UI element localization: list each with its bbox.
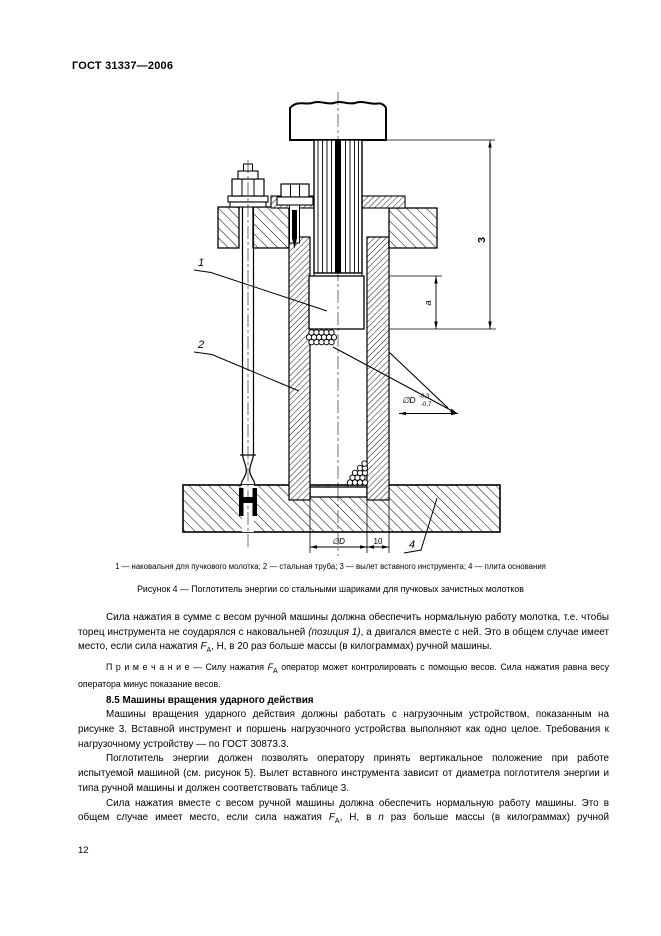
callout-1: 1 <box>193 257 328 312</box>
note-paragraph: П р и м е ч а н и е — Силу нажатия FА оп… <box>78 661 609 692</box>
symbol-F-subscript: А <box>206 647 212 655</box>
anvil <box>308 273 365 330</box>
steel-balls-upper <box>305 329 338 346</box>
dim-tolerance-upper: -0,3 <box>419 394 430 400</box>
symbol-F: F <box>267 662 273 673</box>
text-segment: раз больше массы (в килограммах) ручной <box>383 812 609 824</box>
text-segment: Сила нажатия в сумме с весом ручной маши… <box>78 612 609 638</box>
paragraph-press-force-hammer: Сила нажатия в сумме с весом ручной маши… <box>78 611 609 659</box>
callout-4: 4 <box>403 497 438 554</box>
callout-1-label: 1 <box>198 257 204 269</box>
figure-title: Рисунок 4 — Поглотитель энергии со сталь… <box>137 584 524 594</box>
dim-tolerance-lower: -0,7 <box>421 402 432 408</box>
text-segment: Сила нажатия вместе с весом ручной машин… <box>78 797 609 824</box>
symbol-n: n <box>378 812 384 824</box>
text-segment-italic: (позиция 1) <box>308 626 361 638</box>
base-plate <box>182 484 501 533</box>
steel-tube <box>288 236 390 501</box>
page-number: 12 <box>78 845 89 856</box>
dim-3-label: 3 <box>476 237 488 243</box>
paragraph-rotary-impact-machines: Машины вращения ударного действия должны… <box>78 709 609 750</box>
callout-4-label: 4 <box>409 539 415 551</box>
dimension-diameter: ∅D 10 <box>309 497 390 553</box>
symbol-F-subscript: А <box>334 818 340 826</box>
steel-balls-lower <box>346 460 369 486</box>
text-segment: , Н, в <box>339 812 379 824</box>
text-segment: Силу нажатия <box>205 662 268 673</box>
text-segment: , а двигался вместе с ней. Это в общем с… <box>78 626 609 653</box>
dim-diameter-label: ∅D <box>332 537 345 546</box>
section-heading-8-5: 8.5 Машины вращения ударного действия <box>106 694 314 706</box>
dim-a-label: а <box>423 300 434 305</box>
dimension-3: 3 <box>386 139 496 330</box>
note-label: П р и м е ч а н и е — <box>106 662 206 673</box>
symbol-F: F <box>200 641 207 653</box>
dimension-a: а <box>389 275 442 329</box>
dimension-diameter-tolerance: ∅D -0,3 -0,7 <box>332 346 458 416</box>
text-segment: оператор может контролировать с помощью … <box>78 662 609 690</box>
callout-2-label: 2 <box>197 339 204 351</box>
centerlines <box>247 92 339 556</box>
callout-2: 2 <box>193 339 300 392</box>
paragraph-press-force-machine: Сила нажатия вместе с весом ручной машин… <box>78 797 609 830</box>
symbol-F: F <box>328 812 335 824</box>
paragraph-energy-absorber: Поглотитель энергии должен позволять опе… <box>78 753 609 794</box>
page-header-gost-number: ГОСТ 31337—2006 <box>72 60 174 72</box>
symbol-F-subscript: А <box>272 667 278 675</box>
small-bolt <box>276 183 314 249</box>
text-segment: , Н, в 20 раз больше массы (в килограмма… <box>211 641 492 653</box>
body-text: Сила нажатия в сумме с весом ручной маши… <box>78 611 609 830</box>
figure-parts-caption: 1 — наковальня для пучкового молотка; 2 … <box>115 562 546 571</box>
figure-4-drawing: 3 а ∅D -0,3 -0,7 <box>182 92 501 556</box>
dim-diameter-tol-base: ∅D <box>402 395 416 405</box>
dim-10-label: 10 <box>374 537 383 546</box>
